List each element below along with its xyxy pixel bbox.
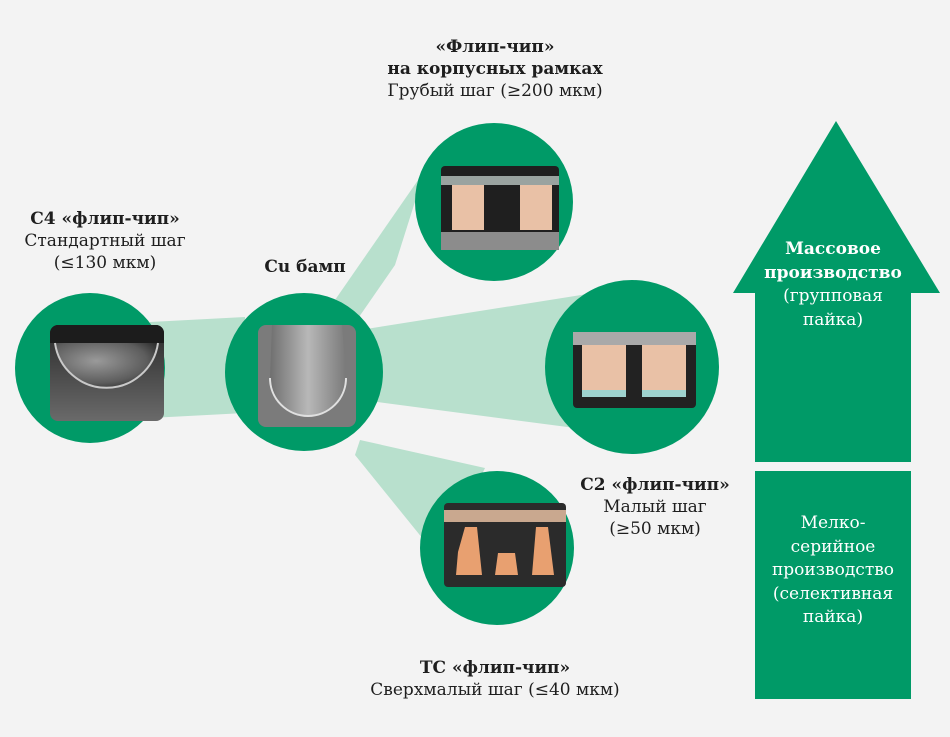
connector-c4-cu <box>150 317 245 418</box>
c2-line1: Малый шаг <box>603 497 707 517</box>
c4-label: C4 «флип-чип» Стандартный шаг (≤130 мкм) <box>10 208 200 274</box>
leadframe-label: «Флип-чип» на корпусных рамках Грубый ша… <box>370 36 620 102</box>
leadframe-title1: «Флип-чип» <box>435 37 555 57</box>
tc-title: TC «флип-чип» <box>419 658 571 678</box>
c2-label: C2 «флип-чип» Малый шаг (≥50 мкм) <box>570 474 740 540</box>
c4-line1: Стандартный шаг <box>24 231 186 251</box>
c4-title: C4 «флип-чип» <box>30 209 180 229</box>
leadframe-line1: Грубый шаг (≥200 мкм) <box>387 81 603 101</box>
connector-cu-c2 <box>360 292 600 428</box>
c4-line2: (≤130 мкм) <box>53 253 157 273</box>
mass-title1: Массовое <box>785 239 881 259</box>
cu-bump-node <box>225 293 383 451</box>
mass-production-text: Массовое производство (групповая пайка) <box>755 238 911 332</box>
small-line3: производство <box>771 560 895 580</box>
small-batch-production-block <box>755 471 911 699</box>
small-line2: серийное <box>790 536 876 557</box>
mass-production-arrow <box>733 121 940 462</box>
tc-flip-chip-node <box>420 471 574 625</box>
small-line4: (селективная <box>772 583 894 604</box>
c2-title: C2 «флип-чип» <box>580 475 730 495</box>
leadframe-flip-chip-node <box>415 123 573 281</box>
c2-flip-chip-node <box>545 280 719 454</box>
connector-cu-leadframe <box>335 170 425 330</box>
leadframe-title2: на корпусных рамках <box>387 59 603 79</box>
mass-line2: пайка) <box>802 309 864 330</box>
small-batch-text: Мелко- серийное производство (селективна… <box>755 512 911 630</box>
tc-label: TC «флип-чип» Сверхмалый шаг (≤40 мкм) <box>360 657 630 701</box>
small-line5: пайка) <box>802 607 864 627</box>
c2-line2: (≥50 мкм) <box>609 519 701 539</box>
mass-title2: производство <box>764 262 902 283</box>
tc-line1: Сверхмалый шаг (≤40 мкм) <box>370 680 620 700</box>
cu-title: Cu бамп <box>264 257 346 277</box>
c4-flip-chip-node <box>15 293 165 443</box>
cu-label: Cu бамп <box>245 256 365 278</box>
small-line1: Мелко- <box>800 513 866 533</box>
mass-line1: (групповая <box>783 286 883 306</box>
